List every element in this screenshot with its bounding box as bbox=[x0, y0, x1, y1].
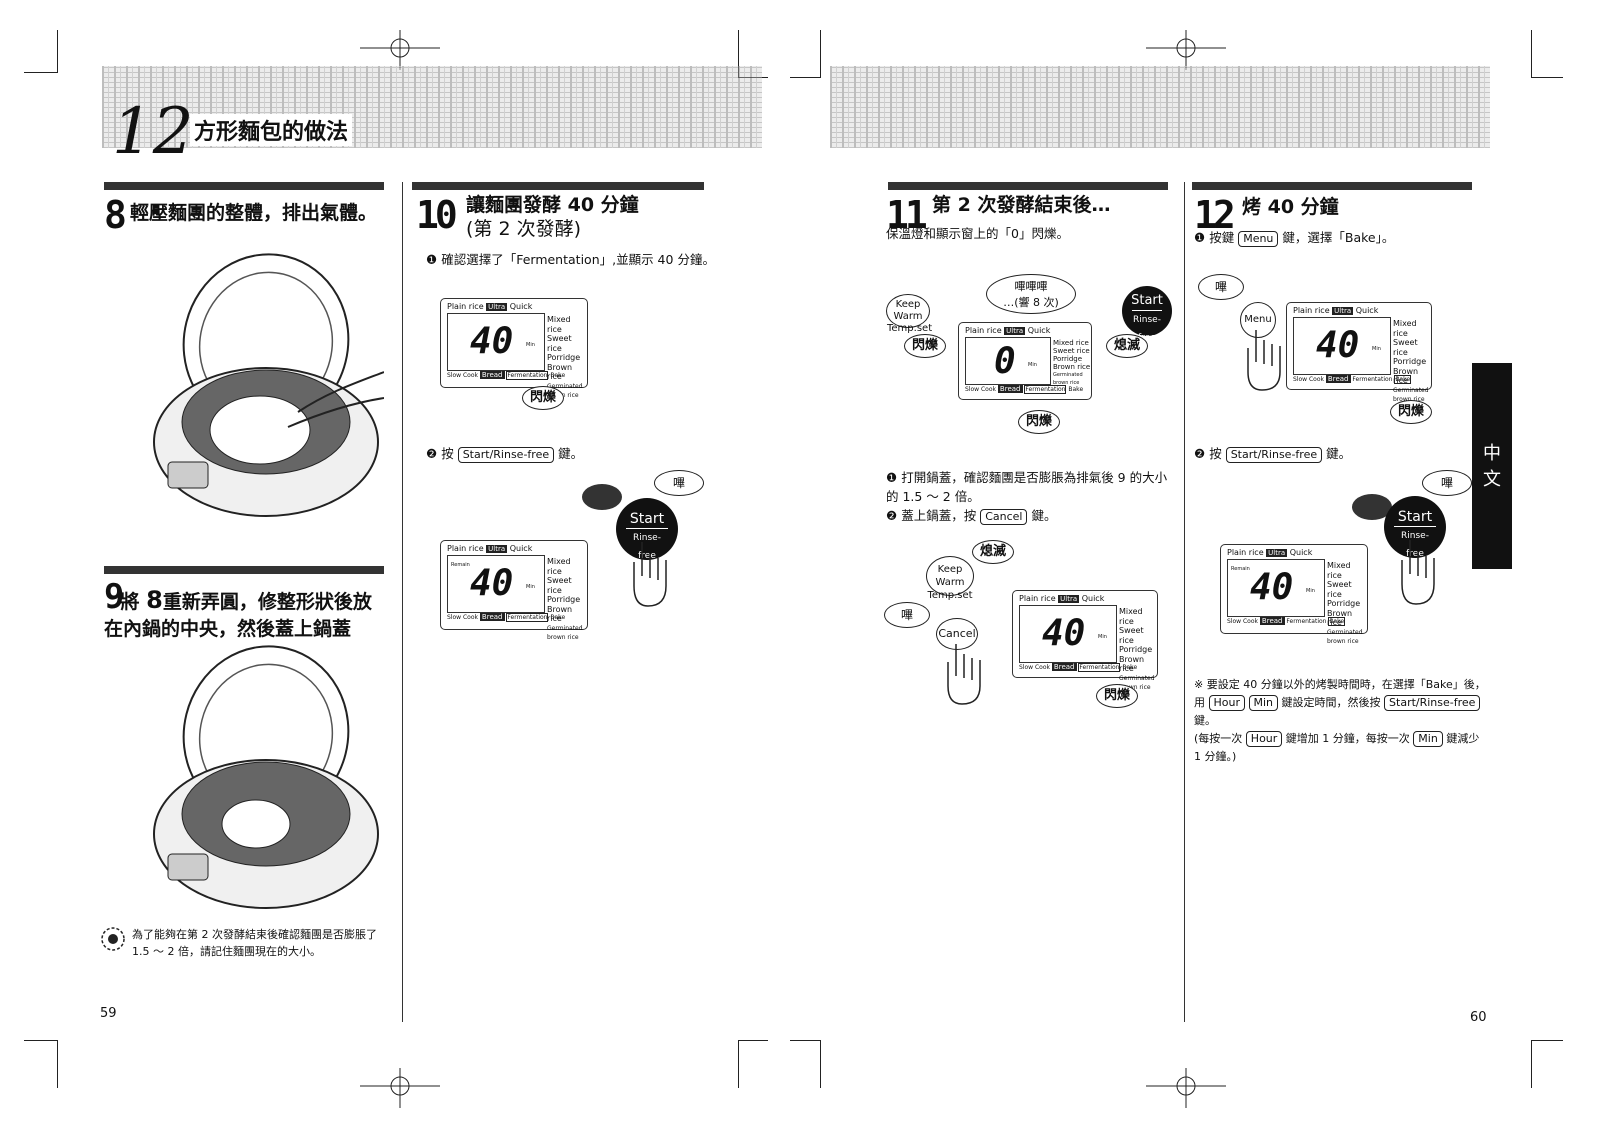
hour-key: Hour bbox=[1245, 731, 1283, 747]
header-pattern bbox=[830, 66, 1490, 148]
step-bar bbox=[412, 182, 704, 190]
step-12-item-2: ❷ 按 Start/Rinse-free 鍵。 bbox=[1194, 446, 1352, 463]
finger-press-icon bbox=[1401, 540, 1435, 605]
beep-bubble: 嗶 bbox=[884, 602, 930, 628]
chapter-title: 方形麵包的做法 bbox=[190, 114, 353, 146]
step-11-item-1: ❶ 打開鍋蓋，確認麵團是否膨脹為排氣後 9 的大小的 1.5 ～ 2 倍。 bbox=[886, 470, 1168, 504]
cancel-key: Cancel bbox=[980, 509, 1028, 525]
step-bar bbox=[1192, 182, 1472, 190]
step-10-item-1: ❶ 確認選擇了「Fermentation」,並顯示 40 分鐘。 bbox=[426, 252, 715, 267]
step-11-number: 11 bbox=[886, 193, 928, 237]
step-bar bbox=[104, 182, 384, 190]
beep-bubble: 嗶嗶嗶…(響 8 次) bbox=[986, 274, 1076, 314]
start-rinse-free-key: Start/Rinse-free bbox=[1225, 447, 1323, 463]
registration-mark-icon bbox=[1146, 1068, 1226, 1108]
flash-label: 閃爍 bbox=[1390, 400, 1432, 424]
step-10-title: 讓麵團發酵 40 分鐘 bbox=[466, 194, 639, 216]
step-11-title: 第 2 次發酵結束後… bbox=[932, 194, 1111, 216]
finger-press-icon bbox=[633, 542, 667, 607]
registration-mark-icon bbox=[1146, 30, 1226, 70]
off-label: 熄滅 bbox=[972, 540, 1014, 564]
column-divider bbox=[402, 182, 403, 1022]
cancel-button: Cancel bbox=[936, 618, 978, 650]
language-tab: 中 文 bbox=[1472, 363, 1512, 569]
page-number-left: 59 bbox=[100, 1006, 117, 1021]
rice-cooker-illustration bbox=[153, 645, 379, 909]
flash-label: 閃爍 bbox=[1096, 684, 1138, 708]
finger-press-icon bbox=[1247, 330, 1281, 391]
flash-label: 閃爍 bbox=[904, 334, 946, 358]
off-label: 熄滅 bbox=[1106, 334, 1148, 358]
menu-button: Menu bbox=[1240, 302, 1276, 338]
step-10-number: 10 bbox=[416, 193, 458, 237]
memo-icon bbox=[101, 927, 125, 951]
flash-label: 閃爍 bbox=[522, 386, 564, 410]
header-pattern bbox=[102, 66, 762, 148]
column-divider bbox=[1184, 182, 1185, 1022]
step-12-item-1: ❶ 按鍵 Menu 鍵，選擇「Bake」。 bbox=[1194, 230, 1395, 247]
note-right: ※ 要設定 40 分鐘以外的烤製時間時，在選擇「Bake」後，用 Hour Mi… bbox=[1194, 678, 1486, 763]
step-10-item-2: ❷ 按 Start/Rinse-free 鍵。 bbox=[426, 446, 584, 463]
step-12-number: 12 bbox=[1194, 193, 1236, 237]
step-10-subtitle: (第 2 次發酵) bbox=[466, 218, 581, 240]
start-rinse-free-key: Start/Rinse-free bbox=[1384, 695, 1481, 711]
page-number-right: 60 bbox=[1470, 1010, 1487, 1025]
beep-bubble: 嗶 bbox=[1198, 274, 1244, 300]
step-11-intro: 保溫燈和顯示窗上的「0」閃爍。 bbox=[886, 226, 1069, 241]
chapter-number: 12 bbox=[112, 95, 194, 169]
step-9-title: 9將 8重新弄圓，修整形狀後放在內鍋的中央，然後蓋上鍋蓋 bbox=[104, 577, 372, 640]
step-11-item-2: ❷ 蓋上鍋蓋，按 Cancel 鍵。 bbox=[886, 508, 1057, 525]
registration-mark-icon bbox=[360, 30, 440, 70]
step-bar bbox=[104, 566, 384, 574]
beep-bubble: 嗶 bbox=[1422, 470, 1472, 496]
menu-key: Menu bbox=[1238, 231, 1279, 247]
keep-warm-button-dark bbox=[582, 484, 622, 510]
finger-press-icon bbox=[947, 644, 981, 705]
start-rinse-free-key: Start/Rinse-free bbox=[457, 447, 555, 463]
flash-label: 閃爍 bbox=[1018, 410, 1060, 434]
step-9-number: 9 bbox=[104, 577, 125, 617]
beep-bubble: 嗶 bbox=[654, 470, 704, 496]
note-left: 為了能夠在第 2 次發酵結束後確認麵團是否膨脹了 1.5 ～ 2 倍，請記住麵團… bbox=[132, 928, 377, 958]
hour-key: Hour bbox=[1208, 695, 1245, 711]
min-key: Min bbox=[1248, 695, 1279, 711]
step-8-title: 輕壓麵團的整體，排出氣體。 bbox=[130, 202, 378, 224]
rice-cooker-illustration bbox=[153, 253, 384, 517]
step-12-title: 烤 40 分鐘 bbox=[1242, 196, 1339, 218]
step-bar bbox=[888, 182, 1168, 190]
step-8-number: 8 bbox=[104, 193, 127, 237]
min-key: Min bbox=[1413, 731, 1443, 747]
registration-mark-icon bbox=[360, 1068, 440, 1108]
